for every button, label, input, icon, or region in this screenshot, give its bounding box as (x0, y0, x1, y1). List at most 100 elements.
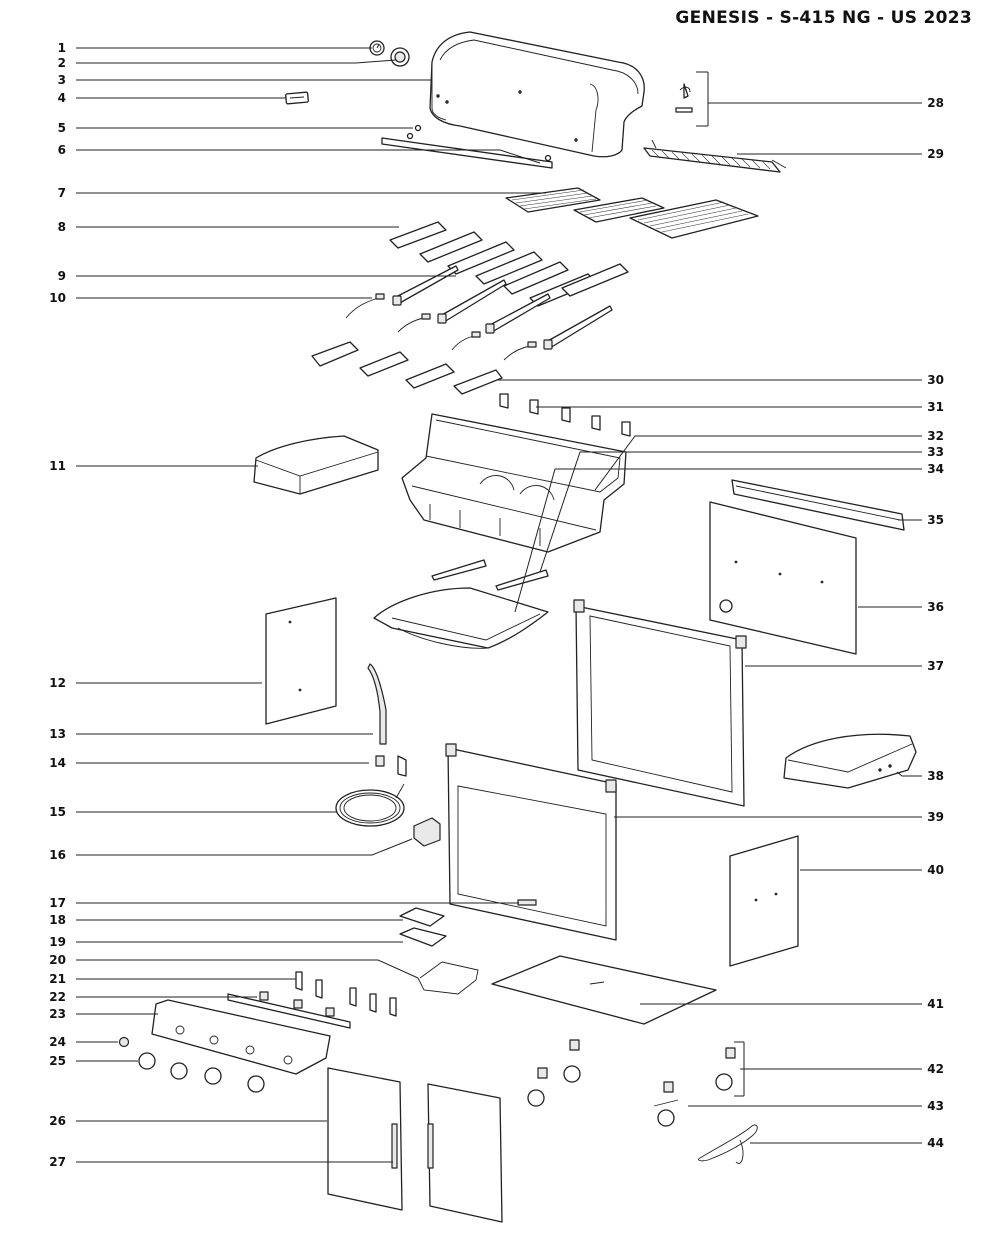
part-gas-hose (367, 663, 387, 745)
callout-number: 30 (927, 373, 944, 387)
part-flavorizer-bars (389, 221, 629, 307)
callout-number: 20 (49, 953, 66, 967)
callout-6: 6 (58, 143, 541, 164)
callout-number: 44 (927, 1136, 944, 1150)
callout-44: 44 (750, 1136, 944, 1150)
part-burner-tubes (392, 265, 613, 350)
leader-line-38 (896, 771, 922, 777)
callout-19: 19 (49, 935, 403, 949)
callout-number: 29 (927, 147, 944, 161)
callout-number: 40 (927, 863, 944, 877)
part-bumper (414, 124, 422, 132)
callout-12: 12 (49, 676, 262, 690)
callout-14: 14 (49, 756, 369, 770)
callout-10: 10 (49, 291, 372, 305)
callout-number: 42 (927, 1062, 944, 1076)
part-pan-holder (417, 961, 479, 995)
callout-13: 13 (49, 727, 373, 741)
leader-line-34 (514, 468, 922, 613)
callout-5: 5 (58, 121, 413, 135)
callout-27: 27 (49, 1155, 393, 1169)
part-rear-panel (709, 501, 857, 655)
part-cookbox (401, 413, 627, 553)
part-lower-frame (445, 743, 617, 941)
callout-number: 28 (927, 96, 944, 110)
leader-line-6 (76, 149, 541, 164)
part-side-table-right (783, 733, 917, 789)
callout-number: 13 (49, 727, 66, 741)
callout-36: 36 (858, 600, 944, 614)
diagram-title: GENESIS - S-415 NG - US 2023 (675, 8, 972, 28)
callout-number: 24 (49, 1035, 66, 1049)
part-grease-tray (373, 587, 549, 649)
part-heat-deflectors (311, 341, 503, 395)
callout-15: 15 (49, 805, 337, 819)
callout-16: 16 (49, 838, 413, 862)
callout-number: 10 (49, 291, 66, 305)
callout-number: 2 (58, 56, 66, 70)
part-side-table-left (253, 435, 379, 495)
callout-number: 16 (49, 848, 66, 862)
callout-number: 17 (49, 896, 66, 910)
part-upper-frame (573, 599, 747, 807)
callout-21: 21 (49, 972, 296, 986)
callout-37: 37 (745, 659, 944, 673)
callout-24: 24 (49, 1035, 118, 1049)
callout-number: 5 (58, 121, 66, 135)
callout-number: 43 (927, 1099, 944, 1113)
callout-number: 9 (58, 269, 66, 283)
callout-2: 2 (58, 56, 397, 70)
leader-line-2 (76, 59, 397, 64)
part-igniter-button (118, 1036, 130, 1048)
callout-18: 18 (49, 913, 403, 927)
part-bezel (390, 47, 410, 67)
callout-number: 23 (49, 1007, 66, 1021)
part-logo-badge (285, 91, 309, 105)
callout-22: 22 (49, 990, 257, 1004)
callout-9: 9 (58, 269, 456, 283)
part-control-knobs (138, 1052, 265, 1093)
callout-41: 41 (640, 997, 944, 1011)
callout-number: 33 (927, 445, 944, 459)
callout-number: 39 (927, 810, 944, 824)
part-thermometer (369, 40, 385, 56)
callout-31: 31 (536, 400, 944, 414)
callout-number: 31 (927, 400, 944, 414)
part-warming-rack (643, 139, 787, 173)
callout-7: 7 (58, 186, 546, 200)
callout-39: 39 (614, 810, 944, 824)
callout-number: 7 (58, 186, 66, 200)
leader-line-33 (539, 451, 922, 573)
part-control-panel (151, 999, 331, 1075)
callout-number: 27 (49, 1155, 66, 1169)
callout-number: 35 (927, 513, 944, 527)
part-right-side-panel (729, 835, 799, 967)
callout-number: 36 (927, 600, 944, 614)
part-burner-clips (499, 393, 631, 437)
part-tool-wire (697, 1124, 758, 1164)
callout-25: 25 (49, 1054, 138, 1068)
callout-number: 18 (49, 913, 66, 927)
callout-4: 4 (58, 91, 286, 105)
callout-number: 21 (49, 972, 66, 986)
part-lid (429, 31, 645, 158)
callout-1: 1 (58, 41, 372, 55)
callout-42: 42 (740, 1062, 944, 1076)
part-left-side-panel (265, 597, 337, 725)
callout-3: 3 (58, 73, 432, 87)
callout-number: 12 (49, 676, 66, 690)
callout-11: 11 (49, 459, 258, 473)
callout-43: 43 (688, 1099, 944, 1113)
callout-34: 34 (514, 462, 944, 613)
part-igniter-electrodes (345, 293, 537, 361)
callout-20: 20 (49, 953, 419, 979)
callout-number: 14 (49, 756, 66, 770)
callout-38: 38 (896, 769, 944, 783)
part-bottom-shelf (491, 955, 717, 1025)
callout-number: 25 (49, 1054, 66, 1068)
callout-number: 1 (58, 41, 66, 55)
callout-number: 22 (49, 990, 66, 1004)
callout-26: 26 (49, 1114, 327, 1128)
callout-number: 32 (927, 429, 944, 443)
